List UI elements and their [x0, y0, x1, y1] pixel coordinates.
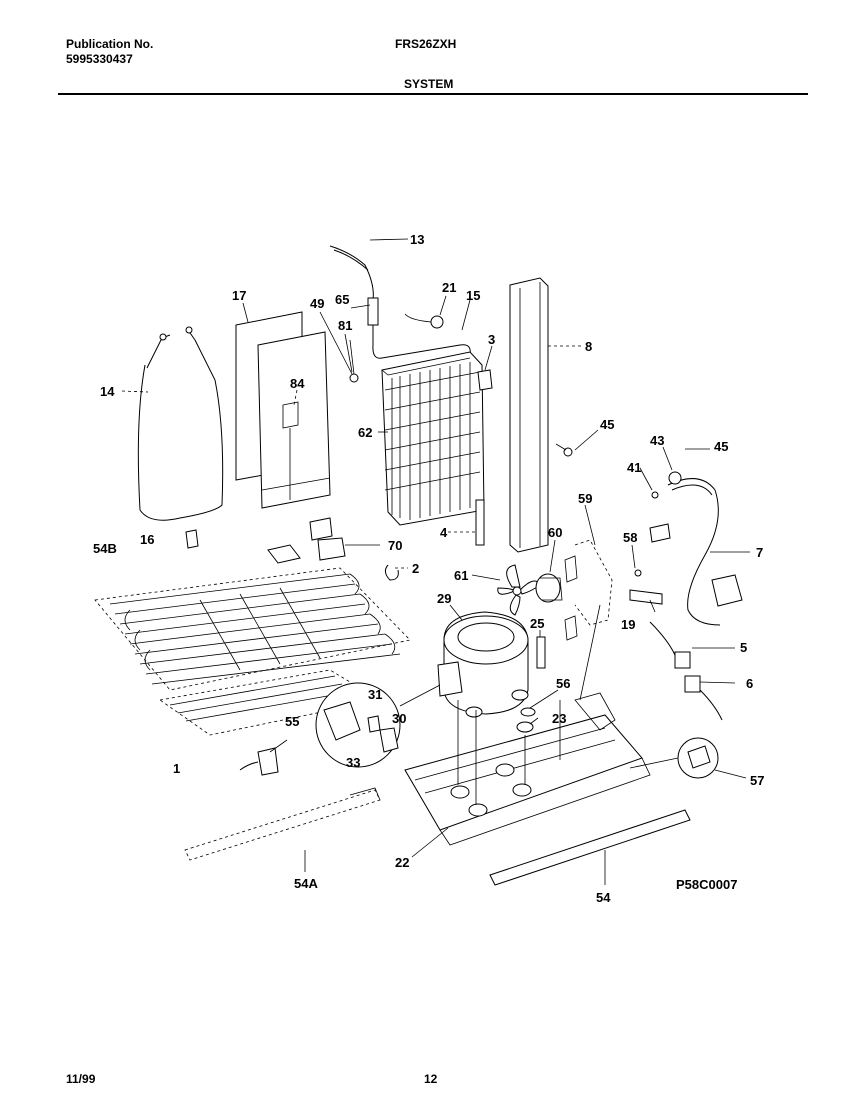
callout-labels: 13 17 49 65 21 15 81 3 8 14 84 62 45 43 …: [93, 232, 764, 905]
callout-23: 23: [552, 711, 566, 726]
callout-7: 7: [756, 545, 763, 560]
callout-81: 81: [338, 318, 352, 333]
callout-54B: 54B: [93, 541, 117, 556]
leader-lines: [121, 238, 750, 885]
callout-2: 2: [412, 561, 419, 576]
channel-8: [509, 277, 549, 553]
defrost-heater-loop: [137, 326, 224, 521]
callout-41: 41: [627, 460, 641, 475]
callout-31: 31: [368, 687, 382, 702]
callout-14: 14: [100, 384, 115, 399]
evaporator-cover-panels: [235, 311, 331, 509]
callout-54: 54: [596, 890, 611, 905]
callout-58: 58: [623, 530, 637, 545]
relay-detail: [315, 682, 441, 768]
callout-57: 57: [750, 773, 764, 788]
footer-page-number: 12: [424, 1072, 438, 1086]
capillary-tube: [329, 245, 471, 359]
callout-33: 33: [346, 755, 360, 770]
connector-5-6: [649, 621, 723, 721]
callout-16: 16: [140, 532, 154, 547]
callout-5: 5: [740, 640, 747, 655]
callout-49: 49: [310, 296, 324, 311]
callout-25: 25: [530, 616, 544, 631]
callout-15: 15: [466, 288, 480, 303]
condenser-coil: [381, 351, 485, 526]
part-57-detail: [629, 737, 719, 779]
callout-70: 70: [388, 538, 402, 553]
callout-29: 29: [437, 591, 451, 606]
sensor-21: [404, 313, 444, 329]
callout-62: 62: [358, 425, 372, 440]
base-pan-22: [404, 604, 651, 846]
callout-60: 60: [548, 525, 562, 540]
callout-4: 4: [440, 525, 448, 540]
condenser-fan: [497, 564, 563, 616]
bracket-84: [267, 401, 333, 564]
clip-3: [477, 369, 493, 391]
screw-58: [634, 569, 642, 577]
callout-1: 1: [173, 761, 180, 776]
screw-49: [349, 339, 359, 383]
rail-54A: [184, 787, 381, 861]
rail-54: [489, 809, 691, 886]
grommets-56-23: [516, 707, 536, 733]
callout-21: 21: [442, 280, 456, 295]
model-number: FRS26ZXH: [395, 37, 457, 51]
publication-label: Publication No.: [66, 37, 154, 51]
publication-number: 5995330437: [66, 52, 133, 66]
callout-84: 84: [290, 376, 305, 391]
clip-16: [185, 529, 199, 549]
callout-8: 8: [585, 339, 592, 354]
drawing-code: P58C0007: [676, 877, 738, 892]
section-title: SYSTEM: [404, 77, 454, 91]
clip-2: [384, 564, 399, 581]
callout-43: 43: [650, 433, 664, 448]
compressor-29: [437, 611, 529, 718]
callout-30: 30: [392, 711, 406, 726]
callout-45a: 45: [600, 417, 614, 432]
callout-61: 61: [454, 568, 468, 583]
callout-3: 3: [488, 332, 495, 347]
callout-19: 19: [621, 617, 635, 632]
tube-19: [629, 589, 663, 605]
bolt-25: [536, 636, 546, 669]
part-55: [239, 747, 279, 776]
footer-date: 11/99: [66, 1072, 96, 1086]
callout-6: 6: [746, 676, 753, 691]
callout-54A: 54A: [294, 876, 318, 891]
drain-tube-4: [475, 499, 485, 546]
fan-shroud-59: [564, 539, 613, 641]
power-cord-7: [649, 471, 743, 626]
callout-45b: 45: [714, 439, 728, 454]
header-rule: [58, 93, 808, 95]
callout-55: 55: [285, 714, 299, 729]
callout-65: 65: [335, 292, 349, 307]
callout-22: 22: [395, 855, 409, 870]
callout-59: 59: [578, 491, 592, 506]
callout-17: 17: [232, 288, 246, 303]
callout-56: 56: [556, 676, 570, 691]
callout-13: 13: [410, 232, 424, 247]
bracket-70: [317, 537, 346, 561]
screw-45: [555, 443, 573, 457]
evaporator-coil: [94, 567, 411, 736]
